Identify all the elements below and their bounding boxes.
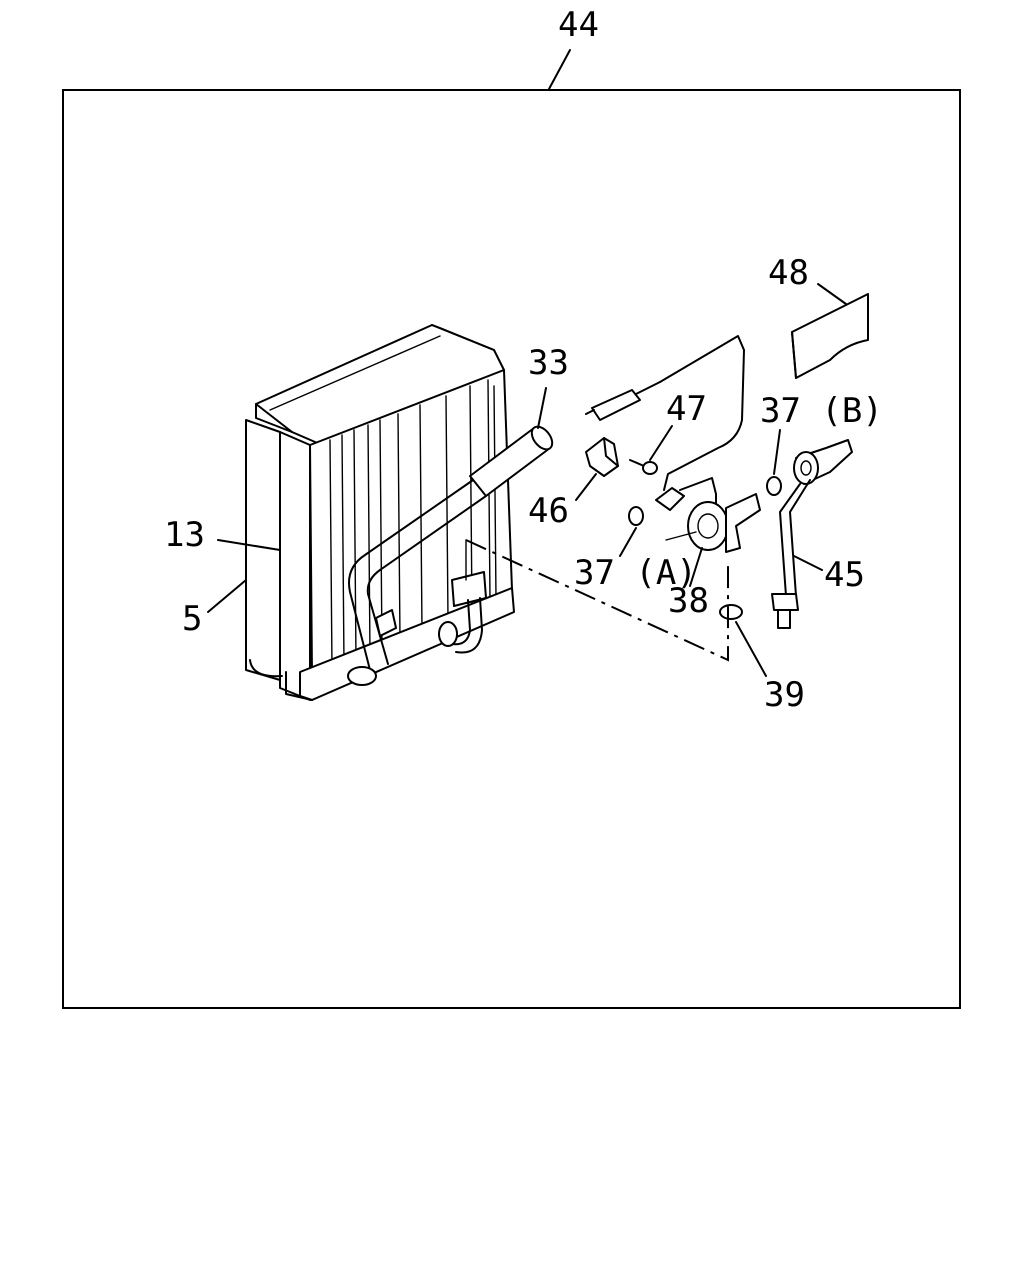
- suction-pipe: [347, 425, 554, 686]
- alignment-line: [465, 539, 729, 662]
- o-ring-37b: [766, 476, 782, 496]
- callout-47: 47: [666, 389, 707, 429]
- clip-46: [585, 437, 619, 477]
- callout-39: 39: [764, 675, 805, 715]
- o-ring-39: [719, 604, 743, 620]
- leader-45: [793, 555, 823, 571]
- leader-48: [817, 283, 847, 305]
- callout-33: 33: [528, 343, 569, 383]
- callout-46: 46: [528, 491, 569, 531]
- leader-37b: [773, 429, 781, 475]
- callout-44: 44: [558, 5, 599, 45]
- leader-37a: [619, 527, 637, 557]
- leader-44: [548, 49, 571, 90]
- insulator-48: [791, 293, 869, 379]
- expansion-valve: [655, 477, 761, 553]
- evaporator-core: [245, 324, 515, 701]
- leader-38: [689, 547, 703, 587]
- leader-33: [537, 387, 547, 429]
- o-ring-37a: [628, 506, 644, 526]
- callout-48: 48: [768, 253, 809, 293]
- leader-47: [649, 425, 673, 461]
- callout-38: 38: [668, 581, 709, 621]
- leader-5: [207, 579, 247, 613]
- callout-45: 45: [824, 555, 865, 595]
- pipe-45: [771, 439, 853, 629]
- thermistor: [585, 335, 745, 491]
- callout-37b: 37 (B): [760, 391, 883, 431]
- inlet-fitting: [438, 539, 487, 654]
- callout-5: 5: [182, 599, 202, 639]
- leader-46: [575, 473, 597, 501]
- assembly-frame: [62, 89, 961, 1009]
- leader-13: [217, 539, 281, 551]
- callout-13: 13: [164, 515, 205, 555]
- screw-47: [629, 459, 658, 475]
- leader-39: [735, 621, 767, 677]
- callout-37a: 37 (A): [574, 553, 697, 593]
